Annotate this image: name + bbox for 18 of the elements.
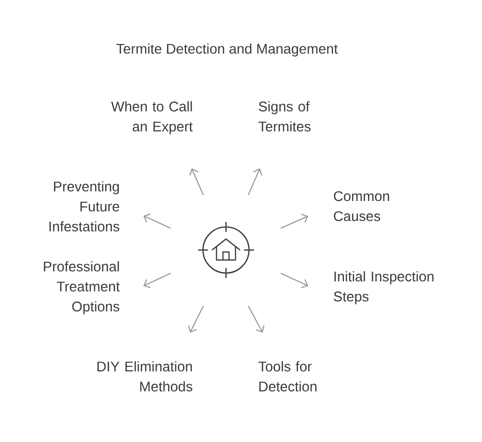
topic-label: When to Call an Expert	[111, 101, 193, 134]
topic-label: Initial Inspection Steps	[334, 271, 434, 304]
topic-label: Preventing Future Infestations	[49, 181, 120, 232]
arrow	[280, 272, 308, 288]
arrow	[188, 306, 204, 333]
title: Termite Detection and Management	[116, 43, 338, 57]
arrow	[248, 168, 262, 196]
target-house-icon	[197, 221, 255, 279]
topic-label: Tools for Detection	[258, 361, 316, 392]
arrow	[280, 214, 308, 229]
topic-label: Professional Treatment Options	[44, 261, 120, 314]
topic-label: Common Causes	[334, 191, 390, 222]
topic-label: Signs of Termites	[258, 101, 311, 132]
arrow	[248, 306, 264, 333]
arrow	[143, 214, 171, 229]
arrow	[143, 272, 171, 288]
topic-label: DIY Elimination Methods	[97, 361, 192, 392]
arrow	[189, 168, 204, 196]
